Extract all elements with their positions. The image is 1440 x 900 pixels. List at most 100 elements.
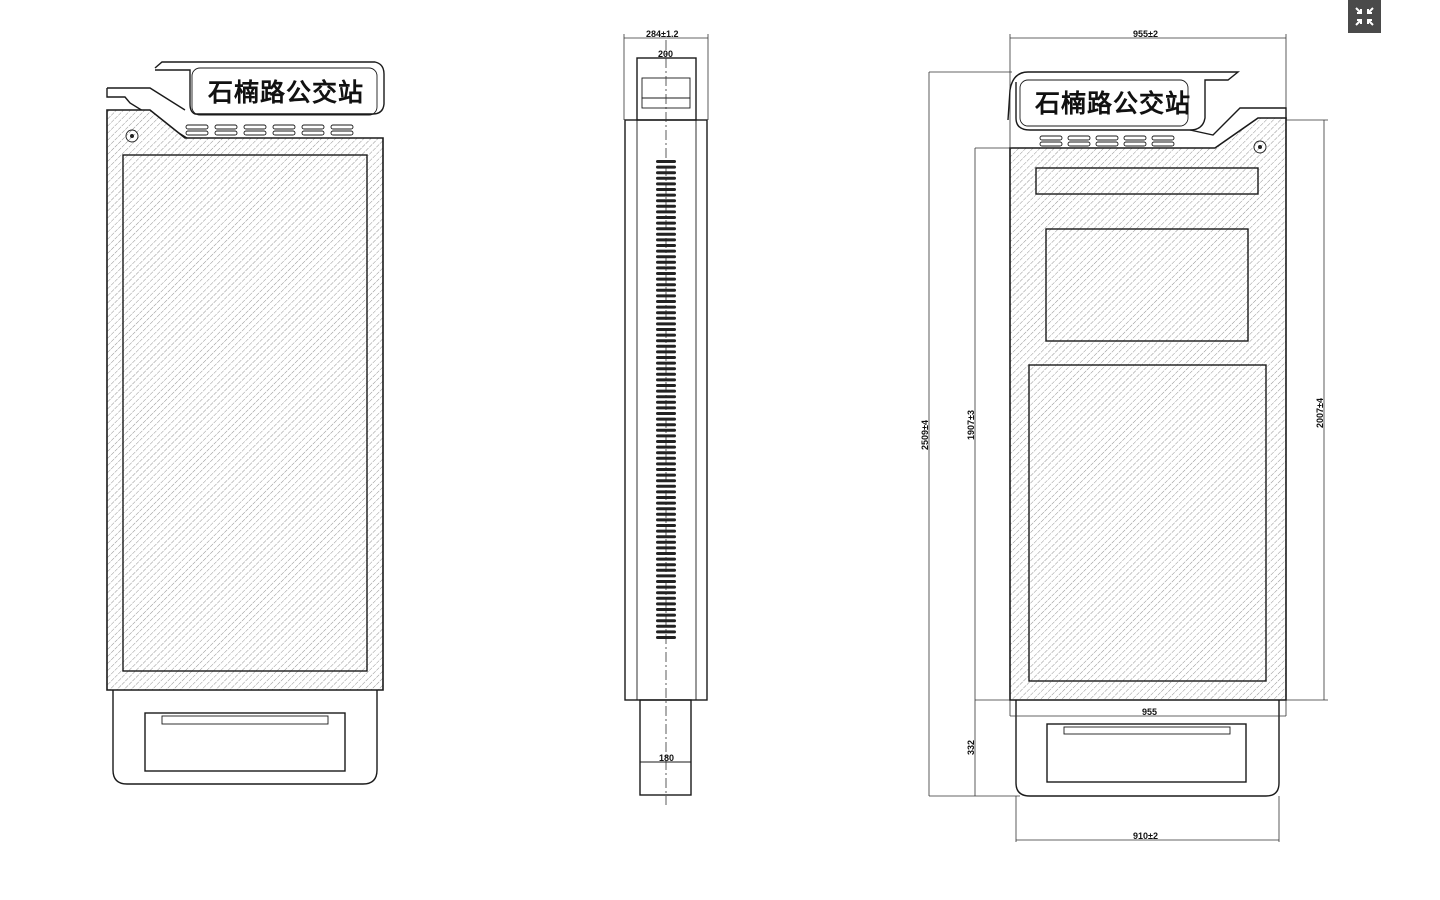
side-fin (656, 428, 676, 432)
side-fin (656, 473, 676, 477)
rear-bolt-dot (1258, 145, 1262, 149)
side-fin (656, 574, 676, 578)
side-fin (656, 255, 676, 259)
side-fin (656, 221, 676, 225)
side-fin (656, 199, 676, 203)
front-view: 石楠路公交站 (106, 61, 385, 785)
side-fin (656, 316, 676, 320)
side-top-cap (636, 57, 697, 121)
rear-view: 955±2 石楠路公交站 955 (920, 29, 1328, 842)
rear-vent-slots (1039, 135, 1175, 147)
side-fin (656, 328, 676, 331)
side-fin (656, 188, 676, 191)
side-fin (656, 552, 676, 555)
side-fin (656, 400, 676, 404)
side-fin (656, 395, 676, 399)
side-base-column (639, 699, 692, 796)
side-fin (656, 546, 676, 550)
side-fin (656, 238, 676, 242)
compress-arrows-icon (1355, 7, 1374, 26)
side-dim-base: 180 (659, 753, 674, 763)
side-dim-top-outer: 284±1.2 (646, 29, 678, 39)
side-fin (656, 507, 676, 511)
side-fin (656, 333, 676, 337)
front-bolt-dot (130, 134, 134, 138)
side-fin (656, 434, 676, 438)
side-fin (656, 378, 676, 382)
side-fin (656, 361, 676, 365)
front-body-frame (106, 109, 384, 691)
side-fin (656, 535, 676, 539)
rear-body-frame (1009, 117, 1287, 701)
side-fin (656, 305, 676, 309)
side-fin (656, 367, 676, 371)
front-base-outline (112, 690, 378, 785)
side-fin (656, 591, 676, 595)
side-fin (656, 288, 676, 292)
side-fin (656, 176, 676, 180)
rear-top-strip-window (1035, 167, 1259, 195)
side-fin (656, 300, 676, 303)
side-fin (656, 496, 676, 499)
side-fin (656, 344, 676, 348)
side-fin (656, 596, 676, 600)
rear-sign-text: 石楠路公交站 (1034, 89, 1191, 118)
side-fin (656, 227, 676, 231)
side-fin (656, 456, 676, 460)
side-fin (656, 568, 676, 572)
side-fin (656, 311, 676, 315)
side-ventilation-fins (656, 160, 676, 639)
side-fin (656, 580, 676, 583)
rear-base-slot (1063, 726, 1231, 735)
rear-sign-panel (1019, 79, 1189, 127)
side-fin (656, 501, 676, 505)
side-fin (656, 277, 676, 281)
side-fin (656, 619, 676, 623)
rear-dim-base-height: 332 (966, 740, 976, 755)
front-bolt-icon (125, 129, 139, 143)
side-fin (656, 468, 676, 471)
side-fin (656, 210, 676, 214)
side-fin (656, 602, 676, 606)
side-fin (656, 260, 676, 264)
front-base-plate (144, 712, 346, 772)
rear-dim-body-width: 955 (1142, 707, 1157, 717)
rear-base-outline (1015, 700, 1280, 797)
side-fin (656, 445, 676, 449)
side-fin (656, 412, 676, 415)
side-fin (656, 272, 676, 275)
side-fin (656, 630, 676, 634)
side-fin (656, 417, 676, 421)
side-fin (656, 406, 676, 410)
front-sign-text: 石楠路公交站 (207, 78, 364, 107)
side-fin (656, 389, 676, 393)
side-view: 284±1.2 200 180 (623, 29, 709, 805)
front-display-window (122, 154, 368, 672)
side-fin (656, 339, 676, 343)
rear-dim-base-width: 910±2 (1133, 831, 1158, 841)
side-fin (656, 440, 676, 443)
side-fin (656, 557, 676, 561)
side-fin (656, 608, 676, 611)
side-fin (656, 160, 676, 163)
rear-main-window (1028, 364, 1267, 682)
side-fin (656, 294, 676, 298)
side-fin (656, 249, 676, 253)
exit-fullscreen-button[interactable] (1348, 0, 1381, 33)
rear-dim-body-height-right: 2007±4 (1315, 398, 1325, 428)
side-fin (656, 512, 676, 516)
side-fin (656, 165, 676, 169)
side-fin (656, 423, 676, 427)
side-fin (656, 384, 676, 387)
side-fin (656, 372, 676, 376)
rear-canopy-outline (1007, 71, 1240, 131)
front-base-slot (161, 715, 329, 725)
side-fin (656, 204, 676, 208)
side-fin (656, 193, 676, 197)
side-fin (656, 451, 676, 455)
side-fin (656, 540, 676, 544)
side-fin (656, 171, 676, 175)
side-fin (656, 524, 676, 527)
side-fin (656, 266, 676, 270)
